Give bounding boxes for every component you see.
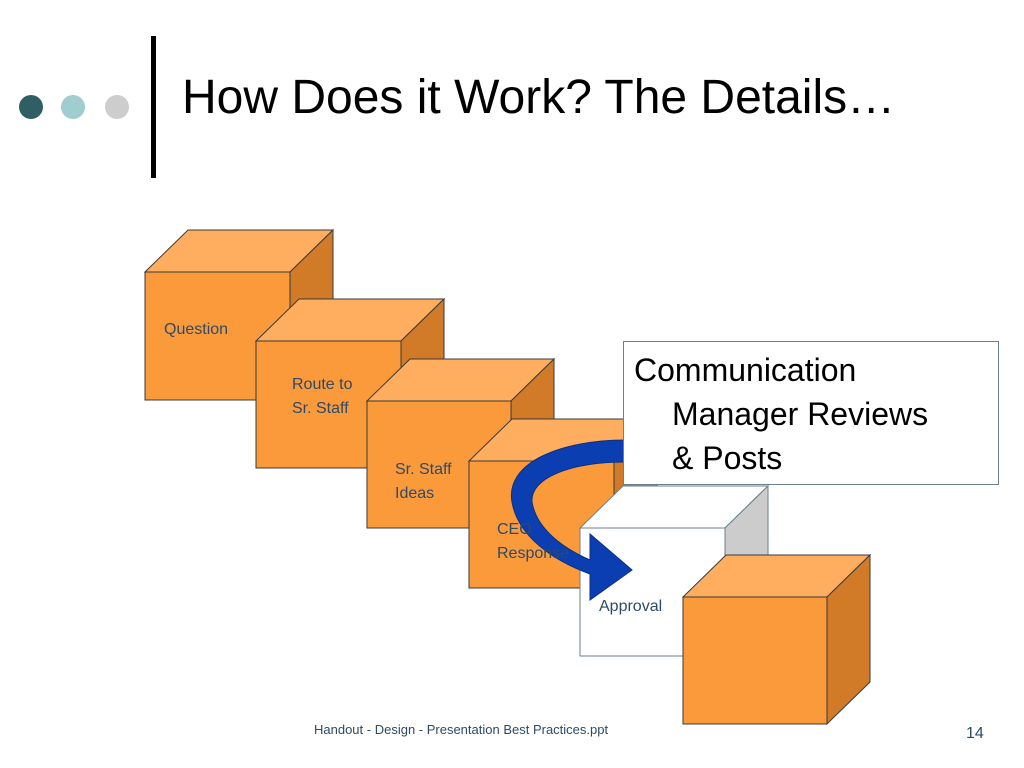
page-number: 14 <box>966 725 984 742</box>
curved-arrow <box>510 439 633 601</box>
callout-line-1: Communication <box>634 352 857 388</box>
cube-final <box>681 553 872 726</box>
step-label-route: Route to Sr. Staff <box>292 376 353 417</box>
step-label-approval: Approval <box>599 598 663 615</box>
callout-box: Communication Manager Reviews & Posts <box>623 341 999 485</box>
slide-title: How Does it Work? The Details… <box>182 71 896 124</box>
step-label-ideas: Sr. Staff Ideas <box>395 461 452 502</box>
cube-final-front <box>682 596 828 725</box>
decor-dot-gray <box>105 95 129 119</box>
decor-dot-teal <box>61 95 85 119</box>
callout-line-2: Manager Reviews <box>672 396 929 432</box>
step-label-ceo: CEO Response <box>497 521 570 562</box>
slide-footer: Handout - Design - Presentation Best Pra… <box>314 722 609 737</box>
title-divider <box>151 36 156 178</box>
callout-line-3: & Posts <box>672 440 783 476</box>
decor-dot-dark <box>19 95 43 119</box>
step-label-question: Question <box>164 321 229 338</box>
